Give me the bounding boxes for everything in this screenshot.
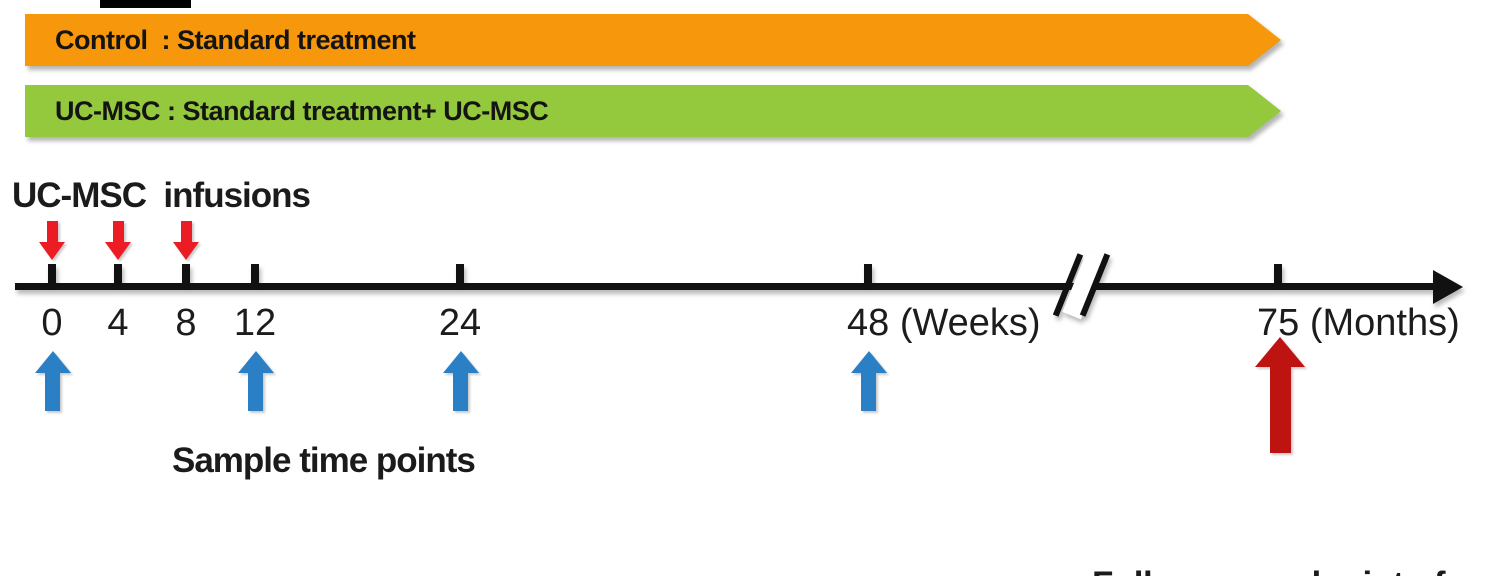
infusion-arrow-head <box>173 242 199 260</box>
axis-arrowhead-icon <box>1433 270 1463 304</box>
tick-label: 0 <box>41 302 63 344</box>
infusion-arrow-icon <box>105 221 131 260</box>
infusions-label: UC-MSC infusions <box>12 176 311 215</box>
infusion-arrow-shaft <box>46 221 58 242</box>
axis-tick <box>864 264 872 284</box>
infusion-arrow-head <box>105 242 131 260</box>
tick-label: 24 <box>438 302 482 344</box>
axis-tick <box>114 264 122 284</box>
axis-tick <box>182 264 190 284</box>
infusion-arrow-shaft <box>112 221 124 242</box>
axis-tick <box>1274 264 1282 284</box>
sample-arrow-icon <box>237 351 274 411</box>
axis-tick <box>251 264 259 284</box>
axis-tick <box>456 264 464 284</box>
infusion-arrow-head <box>39 242 65 260</box>
sample-arrow-icon <box>850 351 887 411</box>
followup-endpoint-label: Follow up endpoint of survival analysis <box>1092 460 1446 576</box>
sample-arrow-shaft <box>248 373 263 411</box>
ucmsc-arm-banner: UC-MSC : Standard treatment+ UC-MSC <box>25 85 1281 137</box>
sample-arrow-icon <box>442 351 479 411</box>
control-arm-banner-shape: Control : Standard treatment <box>25 14 1281 66</box>
tick-label: 48 (Weeks) <box>847 302 1041 344</box>
axis-tick <box>48 264 56 284</box>
top-crop-mark <box>100 0 191 8</box>
sample-points-label: Sample time points <box>172 441 476 480</box>
infusion-arrow-shaft <box>180 221 192 242</box>
sample-arrow-head <box>850 351 887 373</box>
ucmsc-arm-banner-shape: UC-MSC : Standard treatment+ UC-MSC <box>25 85 1281 137</box>
followup-endpoint-label-line1: Follow up endpoint of <box>1092 560 1446 576</box>
endpoint-arrow-head <box>1255 337 1305 367</box>
ucmsc-arm-label: UC-MSC : Standard treatment+ UC-MSC <box>55 96 549 126</box>
endpoint-arrow-shaft <box>1269 367 1291 453</box>
axis-break-slash-icon <box>1052 253 1084 317</box>
sample-arrow-shaft <box>45 373 60 411</box>
axis-break-gap <box>1062 250 1106 320</box>
tick-label: 4 <box>107 302 129 344</box>
sample-arrow-head <box>237 351 274 373</box>
sample-arrow-head <box>34 351 71 373</box>
control-arm-banner: Control : Standard treatment <box>25 14 1281 66</box>
infusion-arrow-icon <box>39 221 65 260</box>
sample-arrow-shaft <box>861 373 876 411</box>
endpoint-arrow-icon <box>1255 337 1305 453</box>
control-arm-label: Control : Standard treatment <box>55 25 416 55</box>
tick-label: 12 <box>233 302 277 344</box>
axis-break-slash-icon <box>1079 253 1111 317</box>
sample-arrow-icon <box>34 351 71 411</box>
infusion-arrow-icon <box>173 221 199 260</box>
axis-line <box>15 283 1437 290</box>
tick-label: 8 <box>175 302 197 344</box>
sample-arrow-shaft <box>453 373 468 411</box>
sample-arrow-head <box>442 351 479 373</box>
